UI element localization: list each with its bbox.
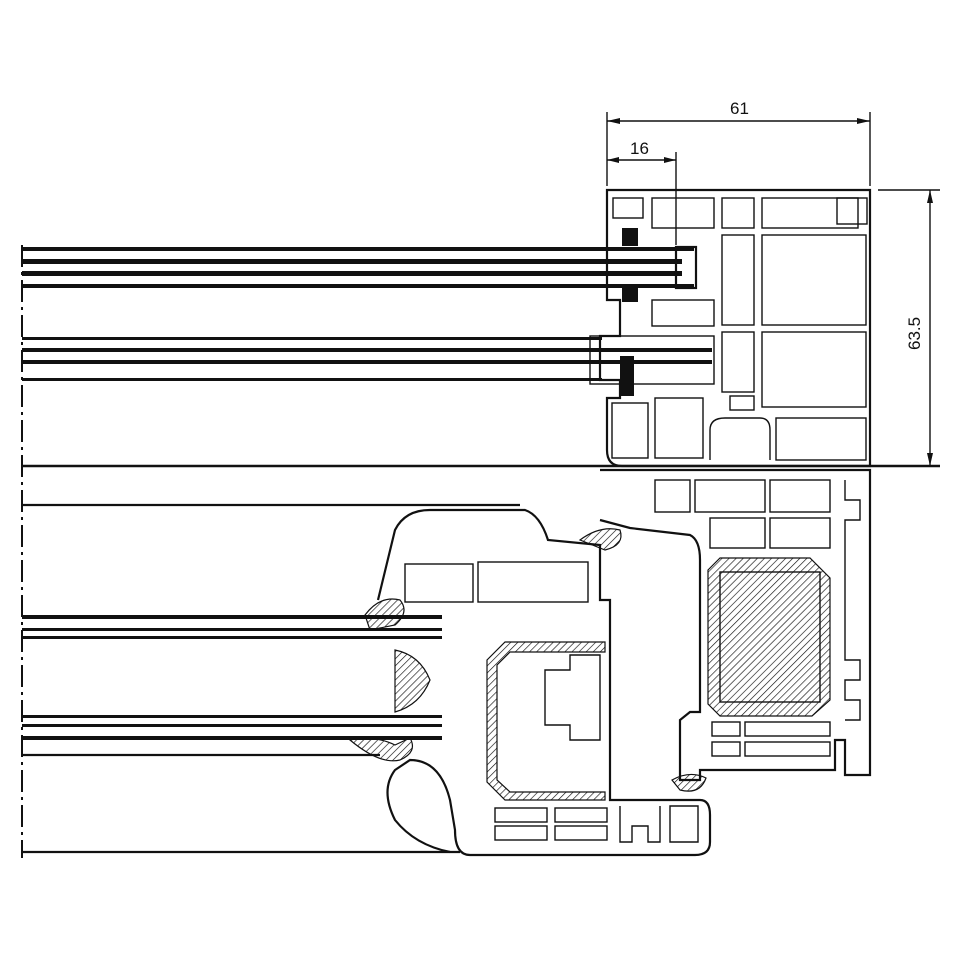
upper-glazing-inner — [22, 335, 715, 385]
upper-glazing-outer — [22, 245, 698, 290]
dimension-16: 16 — [607, 139, 677, 245]
dimension-label-16: 16 — [630, 139, 649, 158]
dimension-label-61: 61 — [730, 99, 749, 118]
dimension-63-5: 63.5 — [878, 189, 940, 467]
dimension-label-63-5: 63.5 — [905, 317, 924, 350]
upper-frame-profile — [598, 188, 872, 468]
lower-glazing — [22, 503, 520, 854]
dimension-61: 61 — [606, 99, 871, 186]
lower-frame-profile — [599, 468, 872, 782]
